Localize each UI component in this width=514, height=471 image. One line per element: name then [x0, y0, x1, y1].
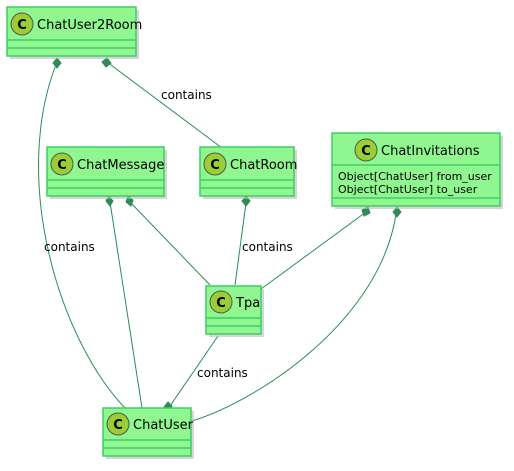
class-c-letter: C — [113, 418, 123, 433]
edge-label-user2room-user: contains — [44, 240, 95, 254]
class-name: ChatRoom — [230, 158, 297, 173]
edge-chatinvitations-tpa — [260, 211, 367, 290]
class-chatmessage: C ChatMessage — [46, 146, 167, 199]
class-name: ChatUser — [133, 418, 194, 433]
class-chatuser: C ChatUser — [102, 407, 194, 459]
edge-tpa-chatuser — [169, 335, 219, 407]
class-c-letter: C — [17, 18, 27, 33]
class-c-icon — [106, 412, 130, 436]
edge-chatroom-tpa — [234, 202, 247, 286]
class-c-icon — [50, 152, 74, 176]
class-chatuser2room: C ChatUser2Room — [6, 6, 142, 59]
composition-diamond-invitations-user — [392, 206, 402, 218]
class-chatroom: C ChatRoom — [199, 146, 297, 199]
class-c-letter: C — [57, 158, 67, 173]
class-c-letter: C — [361, 144, 371, 159]
class-tpa: C Tpa — [205, 285, 264, 337]
class-name: ChatInvitations — [381, 144, 480, 159]
class-name: ChatUser2Room — [37, 18, 142, 33]
class-c-letter: C — [210, 158, 220, 173]
class-c-icon — [203, 152, 227, 176]
edge-label-user2room-room: contains — [161, 88, 212, 102]
class-c-icon — [209, 290, 233, 314]
edge-chatmessage-tpa — [129, 201, 211, 286]
class-attribute: Object[ChatUser] from_user — [338, 170, 492, 183]
class-c-letter: C — [216, 296, 226, 311]
edge-label-room-tpa: contains — [242, 240, 293, 254]
composition-diamond-chatuser2room-user — [52, 57, 62, 69]
class-c-icon — [10, 12, 34, 36]
edge-labels: contains contains contains contains — [44, 88, 293, 380]
edge-chatmessage-chatuser — [109, 201, 143, 409]
class-attribute: Object[ChatUser] to_user — [338, 183, 478, 196]
class-c-icon — [354, 138, 378, 162]
edge-chatinvitations-chatuser — [191, 213, 397, 422]
class-chatinvitations: C ChatInvitations Object[ChatUser] from_… — [331, 132, 503, 209]
edge-label-tpa-user: contains — [197, 366, 248, 380]
class-name: ChatMessage — [77, 158, 164, 173]
class-name: Tpa — [235, 296, 260, 311]
edge-chatuser2room-chatroom — [106, 61, 223, 149]
composition-diamond-chatuser2room-room — [101, 57, 112, 68]
edge-chatuser2room-chatuser — [38, 61, 126, 409]
